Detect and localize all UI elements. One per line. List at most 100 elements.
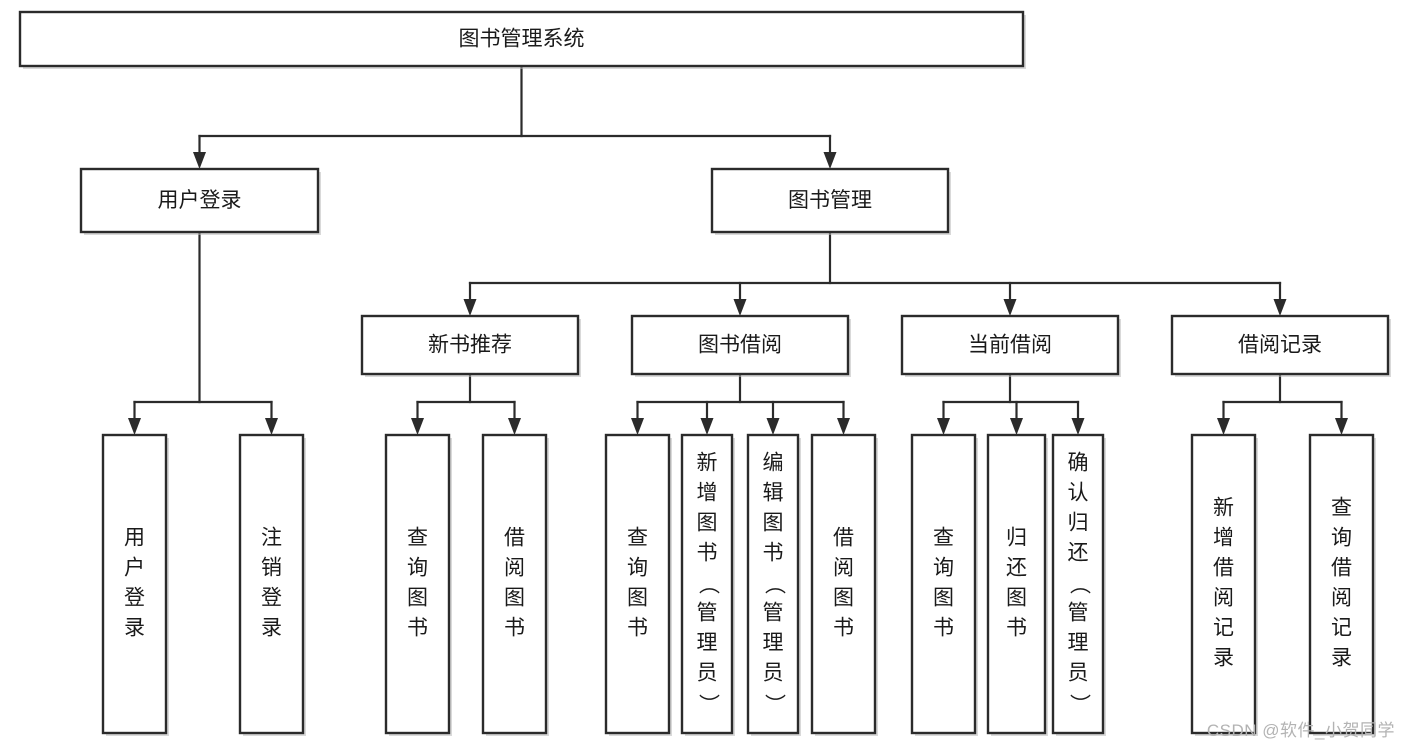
edge-arrow-leaf-cb-confirm (1071, 418, 1085, 435)
node-label-char: 用 (124, 527, 145, 550)
node-label-char: 编 (763, 452, 784, 475)
node-label-char: 借 (1331, 557, 1352, 580)
node-leaf-user-login[interactable]: 用户登录 (101, 433, 169, 736)
edge-arrow-leaf-rec-borrow (508, 418, 521, 435)
node-label-char: 理 (697, 632, 718, 655)
node-box[interactable] (900, 314, 1120, 376)
nodes-layer: 图书管理系统用户登录图书管理新书推荐图书借阅当前借阅借阅记录用户登录注销登录查询… (18, 10, 1391, 736)
edge-group-new-book-rec (411, 372, 521, 435)
node-label-char: 书 (1006, 617, 1027, 640)
node-box[interactable] (360, 314, 580, 376)
node-label-char: 理 (763, 632, 784, 655)
edge-arrow-leaf-bb-query (631, 418, 644, 435)
node-label-char: 书 (504, 617, 525, 640)
node-label-char: 管 (697, 602, 718, 625)
node-label-char: 员 (697, 662, 718, 685)
node-box[interactable] (680, 433, 734, 735)
node-label-char: 归 (1068, 512, 1089, 535)
node-box[interactable] (1308, 433, 1375, 735)
node-label: 图书管理系统 (459, 28, 585, 51)
node-label-char: ） (696, 694, 719, 715)
edge-group-root (193, 64, 837, 169)
node-label-char: 登 (124, 587, 145, 610)
node-label: 图书借阅 (698, 334, 782, 357)
node-label-char: 书 (833, 617, 854, 640)
node-label-char: 图 (407, 587, 428, 610)
node-user-login[interactable]: 用户登录 (79, 167, 321, 235)
node-box[interactable] (1190, 433, 1257, 735)
node-label-char: 书 (407, 617, 428, 640)
node-box[interactable] (746, 433, 800, 735)
node-label-char: 录 (1331, 647, 1352, 670)
node-box[interactable] (604, 433, 671, 735)
node-box[interactable] (630, 314, 850, 376)
edge-group-user-login (128, 230, 278, 435)
node-label-char: 借 (833, 527, 854, 550)
node-box[interactable] (79, 167, 320, 234)
node-root[interactable]: 图书管理系统 (18, 10, 1026, 69)
node-label-char: 书 (697, 542, 718, 565)
node-box[interactable] (481, 433, 548, 735)
node-box[interactable] (1051, 433, 1105, 735)
edge-arrow-leaf-user-logout (265, 418, 278, 435)
edges-layer (128, 64, 1348, 435)
node-label: 图书管理 (788, 189, 872, 212)
node-label-char: 查 (627, 527, 648, 550)
node-label-char: 管 (1068, 602, 1089, 625)
node-box[interactable] (384, 433, 451, 735)
node-label-char: 书 (933, 617, 954, 640)
edge-arrow-leaf-bb-borrow (837, 418, 850, 435)
node-label-char: 还 (1006, 557, 1027, 580)
node-box[interactable] (910, 433, 977, 735)
node-book-borrow[interactable]: 图书借阅 (630, 314, 851, 377)
edge-arrow-borrow-record (1273, 299, 1287, 316)
edge-group-current-borrow (937, 372, 1085, 435)
node-label-char: 新 (697, 452, 718, 475)
node-box[interactable] (710, 167, 950, 234)
node-book-manage[interactable]: 图书管理 (710, 167, 951, 235)
node-box[interactable] (810, 433, 877, 735)
node-label-char: 辑 (763, 482, 784, 505)
edge-arrow-leaf-br-query (1335, 418, 1348, 435)
node-borrow-record[interactable]: 借阅记录 (1170, 314, 1391, 377)
node-label-char: 阅 (1331, 587, 1352, 610)
node-box[interactable] (986, 433, 1047, 735)
node-box[interactable] (238, 433, 305, 735)
node-new-book-rec[interactable]: 新书推荐 (360, 314, 581, 377)
node-label-char: 图 (697, 512, 718, 535)
node-label-char: （ (762, 574, 785, 595)
node-box[interactable] (18, 10, 1025, 68)
node-label-char: 增 (1213, 527, 1234, 550)
node-label-char: 理 (1068, 632, 1089, 655)
node-label-char: 录 (261, 617, 282, 640)
node-label-char: 记 (1331, 617, 1352, 640)
node-label-char: 询 (1331, 527, 1352, 550)
node-label-char: 借 (504, 527, 525, 550)
node-box[interactable] (1170, 314, 1390, 376)
edge-arrow-user-login (193, 152, 206, 169)
node-box[interactable] (101, 433, 168, 735)
node-label-char: ） (762, 694, 785, 715)
node-label: 当前借阅 (968, 334, 1052, 357)
node-label-char: 阅 (1213, 587, 1234, 610)
node-label-char: 员 (763, 662, 784, 685)
node-label-char: 录 (1213, 647, 1234, 670)
edge-arrow-leaf-rec-query (411, 418, 424, 435)
node-label-char: 认 (1068, 482, 1089, 505)
edge-arrow-leaf-cb-query (937, 418, 950, 435)
node-current-borrow[interactable]: 当前借阅 (900, 314, 1121, 377)
